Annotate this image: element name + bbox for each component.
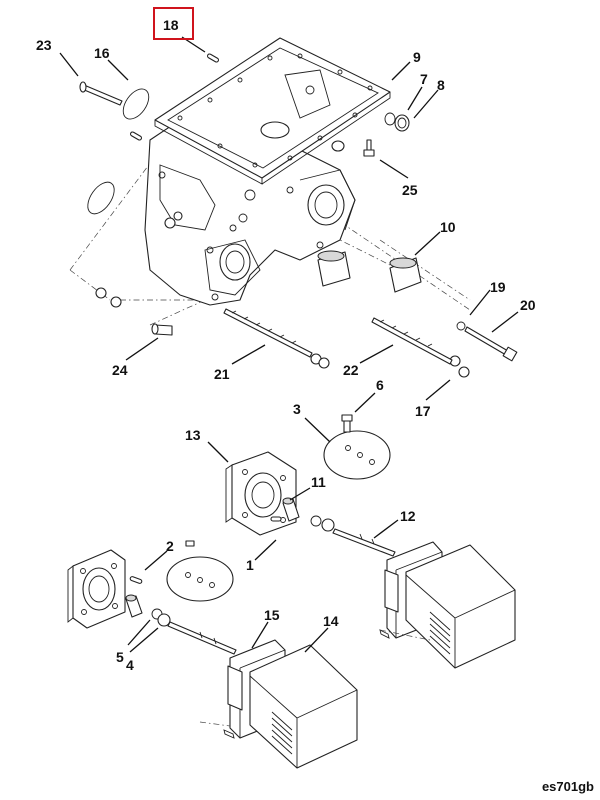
callout-highlight-box	[153, 7, 194, 40]
adapter-plate-lower	[166, 540, 234, 602]
cover-plate	[154, 37, 391, 185]
callout-24: 24	[112, 362, 128, 378]
callout-22: 22	[343, 362, 359, 378]
callout-6: 6	[376, 377, 384, 393]
callout-18: 18	[163, 17, 179, 33]
callout-5: 5	[116, 649, 124, 665]
callout-9: 9	[413, 49, 421, 65]
callout-2: 2	[166, 538, 174, 554]
callout-15: 15	[264, 607, 280, 623]
callout-3: 3	[293, 401, 301, 417]
bearing-lower	[125, 594, 171, 627]
plug	[394, 114, 410, 132]
stud	[151, 323, 173, 336]
callout-17: 17	[415, 403, 431, 419]
callout-25: 25	[402, 182, 418, 198]
callout-19: 19	[490, 279, 506, 295]
callout-1: 1	[246, 557, 254, 573]
long-bolt	[79, 81, 123, 106]
drive-motor-lower	[167, 621, 431, 769]
callout-13: 13	[185, 427, 201, 443]
mounting-flange-upper	[225, 451, 297, 536]
seal-washer	[384, 112, 396, 126]
dowel-pin	[129, 53, 220, 141]
drive-motor-upper	[332, 528, 516, 669]
figure-id-label: es701gb	[541, 779, 594, 794]
o-ring	[87, 88, 150, 215]
callout-4: 4	[126, 657, 134, 673]
callout-7: 7	[420, 71, 428, 87]
bushing	[317, 250, 422, 293]
key-pin	[129, 576, 143, 584]
mounting-flange-lower	[67, 549, 126, 629]
callout-12: 12	[400, 508, 416, 524]
nut-washer	[95, 287, 470, 378]
tie-rod	[223, 308, 453, 365]
callout-8: 8	[437, 77, 445, 93]
gearbox-housing	[69, 119, 471, 326]
callout-labels: 18 23 16 9 7 8 25 10 19 20 24 21 22 17 6…	[36, 17, 536, 673]
callout-21: 21	[214, 366, 230, 382]
callout-20: 20	[520, 297, 536, 313]
callout-23: 23	[36, 37, 52, 53]
callout-10: 10	[440, 219, 456, 235]
screw	[341, 414, 353, 433]
callout-14: 14	[323, 613, 339, 629]
adapter-plate-upper	[323, 430, 391, 480]
breather-bolt	[363, 139, 375, 157]
callout-16: 16	[94, 45, 110, 61]
leader-lines	[59, 36, 519, 653]
hex-bolt	[464, 326, 518, 362]
callout-11: 11	[311, 474, 326, 490]
